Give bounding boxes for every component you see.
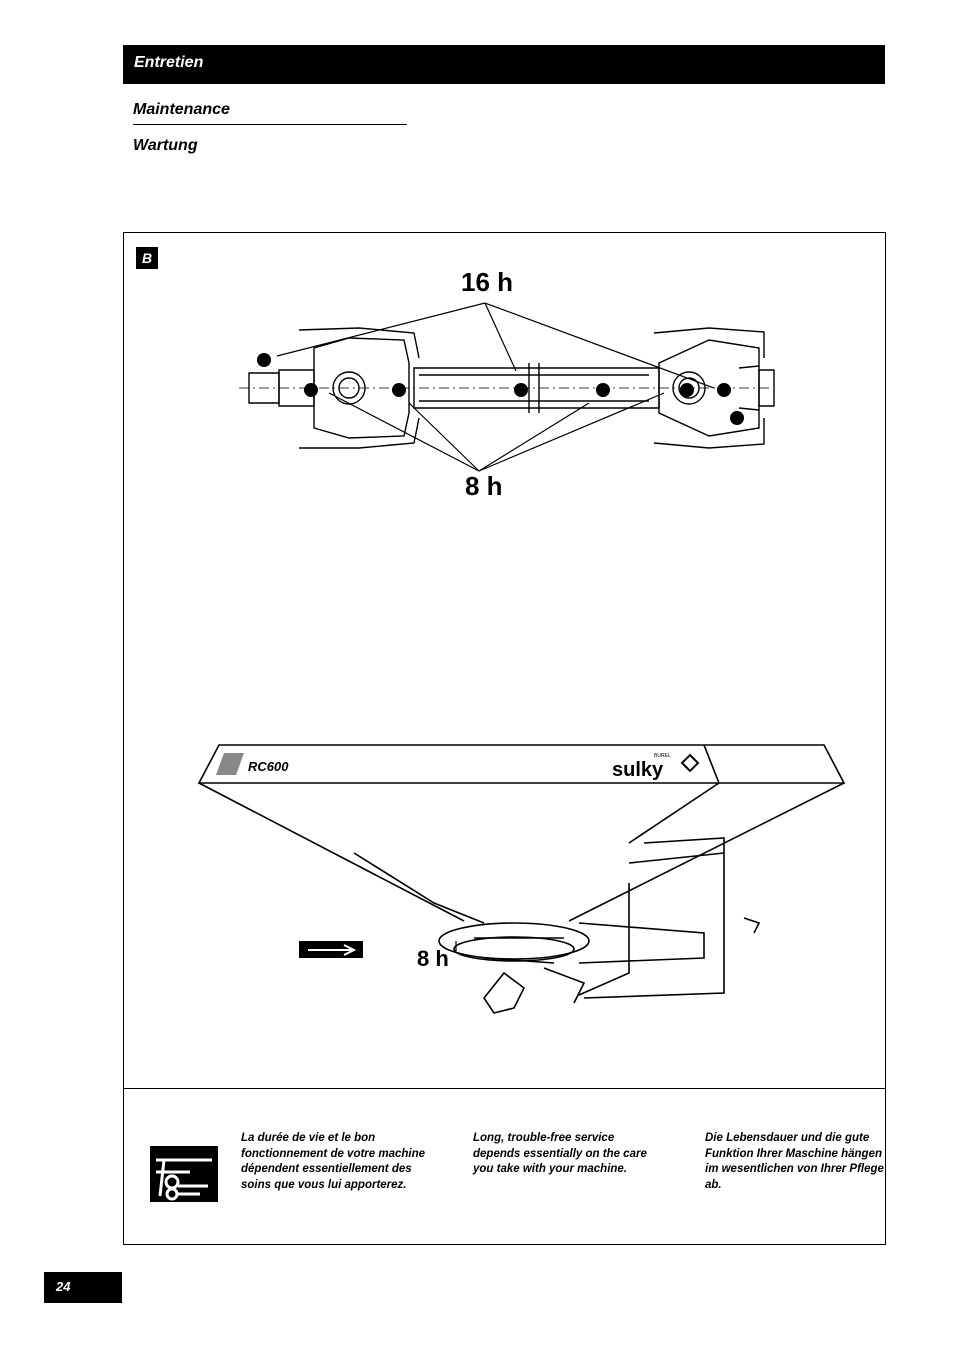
note-english: Long, trouble-free service depends essen… <box>473 1132 647 1175</box>
interval-label-bottom: 8 h <box>465 471 503 501</box>
brand-emblem-icon <box>680 753 700 773</box>
interval-label-spreader: 8 h <box>417 946 449 971</box>
section-title-bar: Entretien <box>123 45 885 84</box>
manual-icon <box>150 1146 218 1202</box>
page-number-tab: 24 <box>44 1272 122 1303</box>
figure-frame: B <box>123 232 886 1245</box>
figure-label: B <box>136 247 158 269</box>
figure-divider <box>124 1088 885 1089</box>
note-french: La durée de vie et le bon fonctionnement… <box>241 1132 426 1191</box>
subtitle-english: Maintenance <box>133 101 230 118</box>
model-badge: RC600 <box>248 759 289 774</box>
brand-logo: sulky <box>612 759 664 781</box>
spreader-illustration: RC600 sulky BUREL <box>197 744 846 1014</box>
grease-point-leaders <box>276 302 715 472</box>
pto-shaft-illustration <box>239 327 775 449</box>
subtitle-german: Wartung <box>133 137 198 154</box>
brand-superscript: BUREL <box>654 753 671 759</box>
section-title: Entretien <box>134 54 204 71</box>
interval-label-top: 16 h <box>461 267 514 297</box>
note-german: Die Lebensdauer und die gute Funktion Ih… <box>705 1132 884 1191</box>
subtitle-underline <box>133 124 407 125</box>
page-number: 24 <box>56 1279 71 1294</box>
